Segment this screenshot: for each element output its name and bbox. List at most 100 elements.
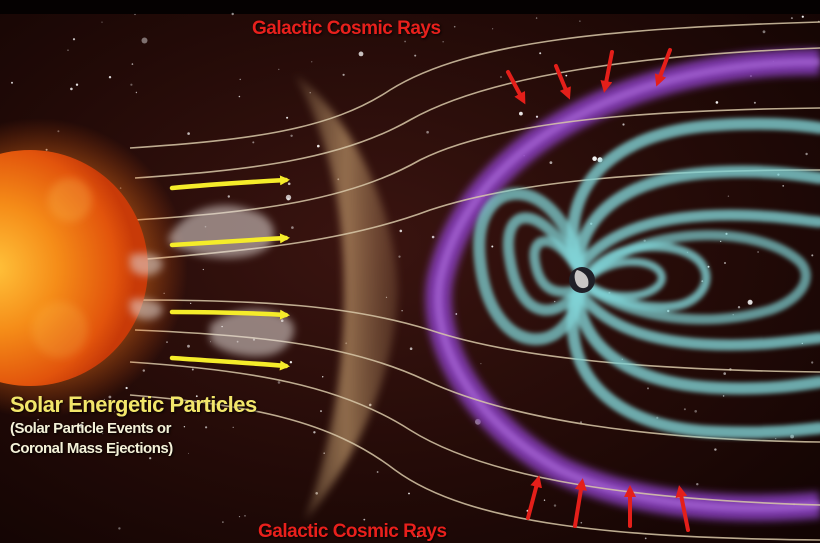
star <box>416 535 419 538</box>
star <box>189 404 193 407</box>
star <box>190 302 192 304</box>
star <box>134 13 136 16</box>
star <box>519 111 523 116</box>
galactic-cosmic-rays-label-bottom: Galactic Cosmic Rays <box>258 521 447 542</box>
star <box>222 521 224 523</box>
star <box>191 368 194 371</box>
star <box>727 195 730 197</box>
star <box>775 438 777 440</box>
star <box>554 300 556 303</box>
star <box>195 395 198 398</box>
star <box>244 515 246 517</box>
star <box>480 363 482 365</box>
star <box>289 361 293 364</box>
particle-arrow <box>169 309 290 320</box>
star <box>683 408 686 411</box>
star <box>358 51 364 57</box>
earth-icon <box>569 267 595 293</box>
star <box>580 521 583 524</box>
star <box>455 313 458 315</box>
star <box>70 87 73 91</box>
star <box>401 310 403 312</box>
star <box>535 17 538 19</box>
cosmic-ray-arrow-top <box>600 50 614 93</box>
star <box>287 182 291 186</box>
star <box>239 78 241 81</box>
magnetosphere-field <box>473 117 820 439</box>
star <box>187 132 190 135</box>
star <box>322 376 324 378</box>
star <box>539 52 542 55</box>
star <box>608 82 611 85</box>
star <box>317 144 320 148</box>
star <box>790 17 793 20</box>
star <box>376 471 379 473</box>
star <box>724 262 726 264</box>
star <box>549 161 553 165</box>
star <box>252 141 255 144</box>
star <box>404 28 407 31</box>
star <box>227 195 230 198</box>
star <box>231 12 234 16</box>
star <box>72 38 76 41</box>
star <box>135 91 138 94</box>
particle-arrow <box>169 175 290 191</box>
star <box>426 130 429 134</box>
particle-arrow <box>169 355 290 371</box>
star <box>722 395 725 397</box>
star <box>67 49 69 51</box>
solar-particle-arrows <box>169 175 290 371</box>
star <box>363 518 366 521</box>
star <box>715 101 719 104</box>
star <box>811 254 814 257</box>
star <box>553 504 557 507</box>
star <box>535 115 539 118</box>
star <box>696 483 699 486</box>
star <box>11 81 13 84</box>
cosmic-ray-arrow-bottom <box>675 485 690 532</box>
star <box>183 426 186 428</box>
star <box>149 457 152 460</box>
star <box>311 61 313 63</box>
star <box>285 194 292 201</box>
solar-particle-events-label: (Solar Particle Events or <box>10 420 171 437</box>
star <box>108 76 112 79</box>
coronal-mass-ejections-label: Coronal Mass Ejections) <box>10 440 173 457</box>
star <box>141 37 148 44</box>
star <box>805 152 808 156</box>
star <box>811 361 814 364</box>
star <box>694 410 697 413</box>
star <box>188 452 189 454</box>
solar-energetic-particles-label: Solar Energetic Particles <box>10 392 257 417</box>
cosmic-ray-arrow-bottom <box>526 475 543 520</box>
star <box>398 255 401 258</box>
star <box>414 54 417 57</box>
cosmic-ray-arrow-top <box>506 70 526 105</box>
star <box>757 251 759 253</box>
star <box>118 527 121 530</box>
star <box>762 30 766 34</box>
sun-icon <box>0 118 188 418</box>
star <box>421 31 423 34</box>
galactic-cosmic-rays-label-top: Galactic Cosmic Rays <box>252 18 441 39</box>
magnetopause-band-core <box>434 57 820 512</box>
star <box>592 156 597 161</box>
star <box>286 116 289 119</box>
star <box>232 426 234 428</box>
star <box>131 63 134 65</box>
star <box>278 68 280 71</box>
star <box>737 306 741 309</box>
top-black-band <box>0 0 820 14</box>
star <box>79 423 84 429</box>
star <box>399 229 403 233</box>
star <box>114 411 116 413</box>
star <box>210 341 211 343</box>
star <box>782 185 785 187</box>
star <box>647 387 649 390</box>
star <box>431 235 435 239</box>
star <box>277 381 281 384</box>
star <box>323 452 326 455</box>
star <box>491 245 494 248</box>
